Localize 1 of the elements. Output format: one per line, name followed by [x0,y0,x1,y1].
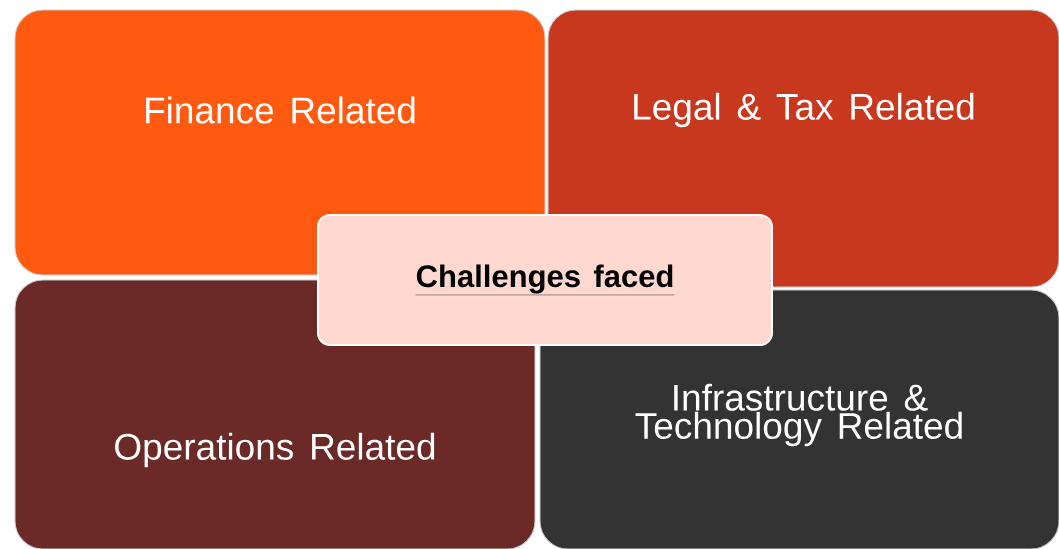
title-box: Challenges faced [317,214,773,346]
